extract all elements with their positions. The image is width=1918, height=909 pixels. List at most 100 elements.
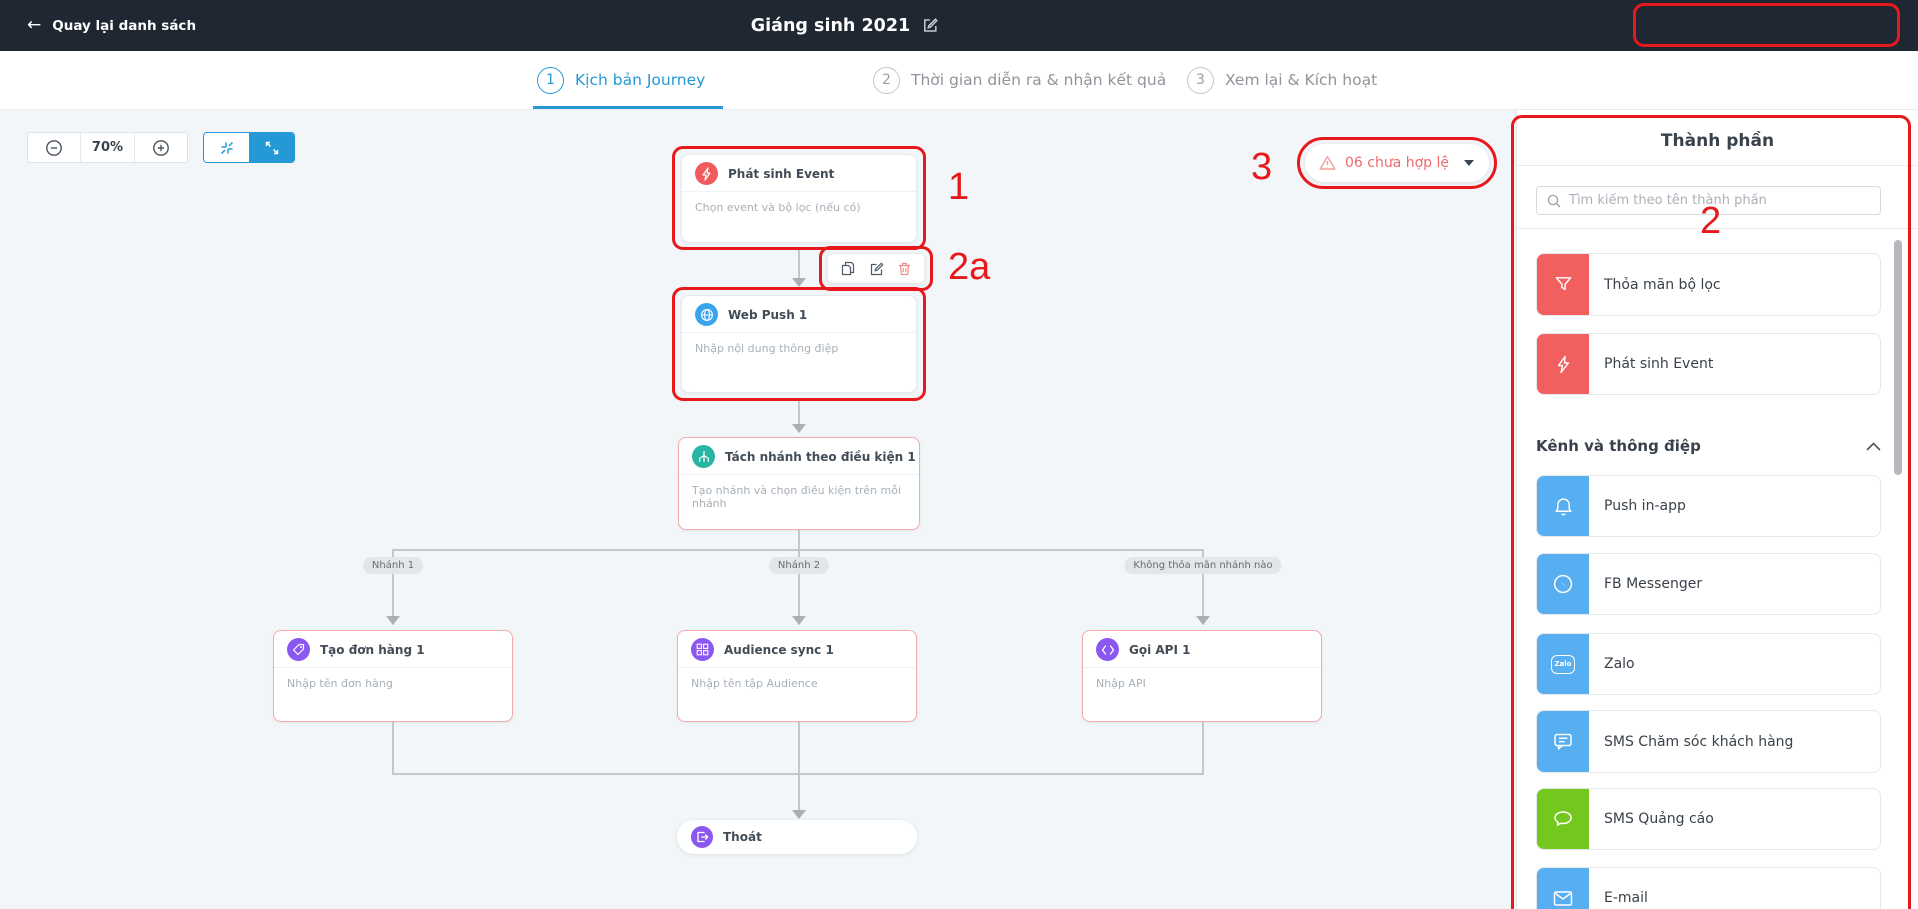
funnel-icon (1537, 254, 1589, 315)
edge (798, 400, 800, 426)
node-create-order[interactable]: Tạo đơn hàng 1 Nhập tên đơn hàng (273, 630, 513, 722)
component-push-in-app[interactable]: Push in-app (1536, 475, 1881, 537)
divider (1517, 165, 1918, 166)
journey-title: Giáng sinh 2021 (750, 15, 911, 36)
step-3-circle: 3 (1187, 66, 1214, 94)
node-title: Audience sync 1 (724, 642, 834, 657)
zoom-in-button[interactable] (133, 133, 187, 162)
fit-view-toggle (203, 132, 295, 163)
component-label: Zalo (1604, 656, 1635, 672)
section-channels-header[interactable]: Kênh và thông điệp (1536, 437, 1881, 455)
component-sms-ads[interactable]: SMS Quảng cáo (1536, 788, 1881, 850)
delete-node-icon[interactable] (898, 262, 911, 276)
api-code-icon (1096, 638, 1119, 661)
edge (798, 549, 800, 618)
component-label: FB Messenger (1604, 576, 1703, 592)
component-label: SMS Quảng cáo (1604, 811, 1714, 827)
edge (1202, 722, 1204, 775)
chat-bubble-icon (1537, 789, 1589, 849)
messenger-icon (1537, 554, 1589, 614)
email-envelope-icon (1537, 868, 1589, 909)
node-condition-split[interactable]: Tách nhánh theo điều kiện 1 Tạo nhánh và… (678, 437, 920, 530)
edge-arrow (792, 616, 806, 625)
component-label: SMS Chăm sóc khách hàng (1604, 733, 1794, 750)
edge (798, 248, 800, 280)
order-tag-icon (287, 638, 310, 661)
caret-down-icon (1464, 160, 1474, 166)
journey-title-wrap: Giáng sinh 2021 (751, 0, 939, 51)
validation-count-label: 06 chưa hợp lệ (1345, 155, 1450, 171)
edge (798, 722, 800, 812)
active-step-underline (533, 106, 724, 109)
zoom-toolbar: 70% (27, 132, 188, 163)
node-title: Gọi API 1 (1129, 642, 1191, 657)
edge-arrow (386, 616, 400, 625)
node-trigger-event[interactable]: Phát sinh Event Chọn event và bộ lọc (nế… (681, 154, 917, 243)
sidebar-scrollbar[interactable] (1894, 240, 1902, 475)
branch-label-1: Nhánh 1 (362, 557, 424, 574)
branch-label-none: Không thỏa mãn nhánh nào (1124, 557, 1282, 574)
node-title: Thoát (723, 830, 762, 844)
step-tab-review-activate[interactable]: 3 Xem lại & Kích hoạt (1187, 51, 1377, 109)
node-subtitle: Nhập API (1096, 677, 1146, 690)
bell-icon (1537, 476, 1589, 536)
component-sms-care[interactable]: SMS Chăm sóc khách hàng (1536, 710, 1881, 773)
zalo-logo-text: Zalo (1551, 654, 1575, 674)
component-trigger-event[interactable]: Phát sinh Event (1536, 333, 1881, 395)
validation-status-dropdown[interactable]: 06 chưa hợp lệ (1305, 144, 1489, 182)
search-icon (1547, 194, 1561, 207)
zalo-icon: Zalo (1537, 634, 1589, 694)
edit-node-icon[interactable] (870, 261, 884, 276)
component-filter-match[interactable]: Thỏa mãn bộ lọc (1536, 253, 1881, 316)
fit-expand-button[interactable] (249, 133, 294, 162)
divider (1517, 228, 1918, 229)
edge-arrow (792, 810, 806, 819)
fit-collapse-button[interactable] (204, 133, 249, 162)
component-search-box (1536, 186, 1881, 215)
edge-arrow (792, 424, 806, 433)
step-2-circle: 2 (873, 66, 900, 94)
sidebar-title: Thành phần (1660, 131, 1775, 151)
component-fb-messenger[interactable]: FB Messenger (1536, 553, 1881, 615)
component-email[interactable]: E-mail (1536, 867, 1881, 909)
chevron-up-icon (1866, 441, 1881, 450)
node-exit[interactable]: Thoát (677, 820, 917, 854)
step-tab-journey-script[interactable]: 1 Kịch bản Journey (533, 51, 724, 109)
lightning-icon (695, 162, 718, 185)
node-subtitle: Tạo nhánh và chọn điều kiện trên mỗi nhá… (692, 484, 902, 510)
component-label: Push in-app (1604, 498, 1686, 514)
node-audience-sync[interactable]: Audience sync 1 Nhập tên tập Audience (677, 630, 917, 722)
duplicate-node-icon[interactable] (841, 261, 855, 276)
zoom-out-button[interactable] (28, 133, 80, 162)
node-action-toolbar (827, 253, 925, 284)
journey-canvas[interactable]: 70% 06 chưa hợp lệ 3 (0, 110, 1918, 909)
node-title: Phát sinh Event (728, 166, 835, 181)
node-subtitle: Nhập nội dung thông điệp (695, 342, 839, 355)
globe-icon (695, 303, 718, 326)
wizard-steps-bar: 1 Kịch bản Journey 2 Thời gian diễn ra &… (0, 51, 1918, 110)
edge (392, 722, 394, 775)
back-arrow-icon: ← (27, 15, 42, 35)
edge-arrow (1196, 616, 1210, 625)
node-title: Tách nhánh theo điều kiện 1 (725, 449, 916, 464)
edit-title-icon[interactable] (922, 17, 939, 34)
node-title: Web Push 1 (728, 307, 808, 322)
branch-split-icon (692, 445, 715, 468)
exit-icon (691, 826, 713, 848)
node-web-push[interactable]: Web Push 1 Nhập nội dung thông điệp (681, 295, 917, 393)
section-title: Kênh và thông điệp (1536, 437, 1701, 455)
lightning-icon (1537, 334, 1589, 394)
step-tab-schedule-results[interactable]: 2 Thời gian diễn ra & nhận kết quả (873, 51, 1166, 109)
step-2-label: Thời gian diễn ra & nhận kết quả (911, 71, 1167, 89)
component-label: Phát sinh Event (1604, 356, 1714, 372)
step-3-label: Xem lại & Kích hoạt (1225, 71, 1378, 89)
back-to-list-button[interactable]: ← Quay lại danh sách (27, 0, 196, 51)
component-zalo[interactable]: Zalo Zalo (1536, 633, 1881, 695)
warning-triangle-icon (1319, 155, 1336, 170)
node-subtitle: Chọn event và bộ lọc (nếu có) (695, 201, 861, 214)
search-input[interactable] (1569, 193, 1870, 208)
node-call-api[interactable]: Gọi API 1 Nhập API (1082, 630, 1322, 722)
audience-grid-icon (691, 638, 714, 661)
annotation-number-1: 1 (948, 166, 970, 208)
component-label: E-mail (1604, 890, 1648, 906)
